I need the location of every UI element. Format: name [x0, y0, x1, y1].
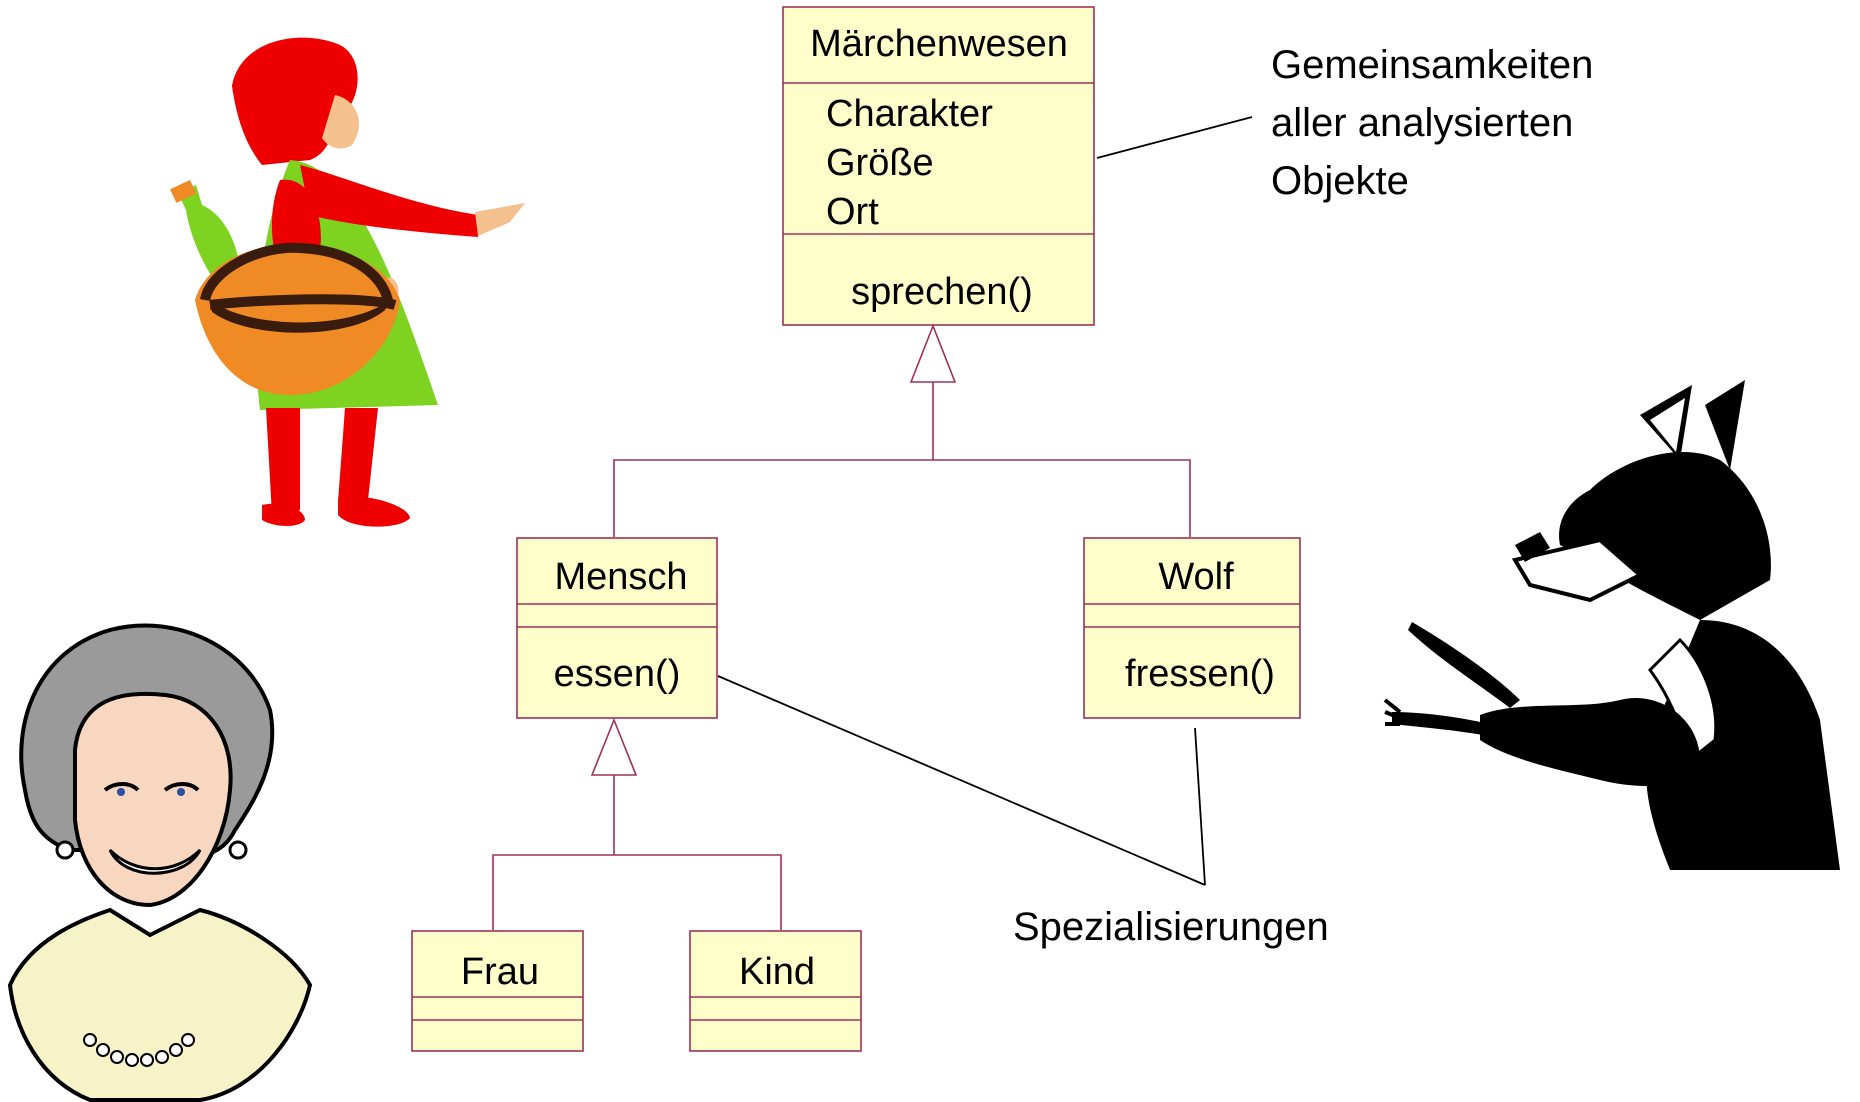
- attribute: Charakter: [826, 93, 993, 135]
- note-connector-mensch: [717, 675, 1206, 886]
- class-name: Märchenwesen: [810, 23, 1068, 65]
- class-mensch[interactable]: Mensch essen(): [516, 537, 718, 719]
- note-line: Objekte: [1271, 159, 1409, 203]
- class-frau[interactable]: Frau: [411, 930, 584, 1052]
- red-riding-hood-illustration: [170, 37, 525, 527]
- note-line: aller analysierten: [1271, 101, 1573, 145]
- grandmother-illustration: [7, 623, 313, 1102]
- attribute: Ort: [826, 191, 879, 233]
- generalization-mensch: [492, 717, 782, 930]
- attribute: Größe: [826, 142, 934, 184]
- class-maerchenwesen[interactable]: Märchenwesen Charakter Größe Ort spreche…: [782, 6, 1095, 326]
- class-name: Frau: [461, 951, 539, 993]
- note-connector-common: [1096, 116, 1253, 159]
- generalization-maerchenwesen: [613, 323, 1191, 537]
- class-wolf[interactable]: Wolf fressen(): [1083, 537, 1301, 719]
- operation: essen(): [554, 653, 681, 695]
- class-name: Kind: [739, 951, 815, 993]
- operation: sprechen(): [851, 271, 1033, 313]
- class-name: Wolf: [1158, 556, 1234, 598]
- note-common-features: Gemeinsamkeiten aller analysierten Objek…: [1271, 43, 1593, 203]
- note-specializations: Spezialisierungen: [1013, 905, 1329, 949]
- class-name: Mensch: [554, 556, 687, 598]
- operation: fressen(): [1125, 653, 1275, 695]
- note-line: Gemeinsamkeiten: [1271, 43, 1593, 87]
- class-kind[interactable]: Kind: [689, 930, 862, 1052]
- note-connector-wolf: [1194, 727, 1206, 886]
- wolf-with-fork-illustration: [1383, 380, 1840, 870]
